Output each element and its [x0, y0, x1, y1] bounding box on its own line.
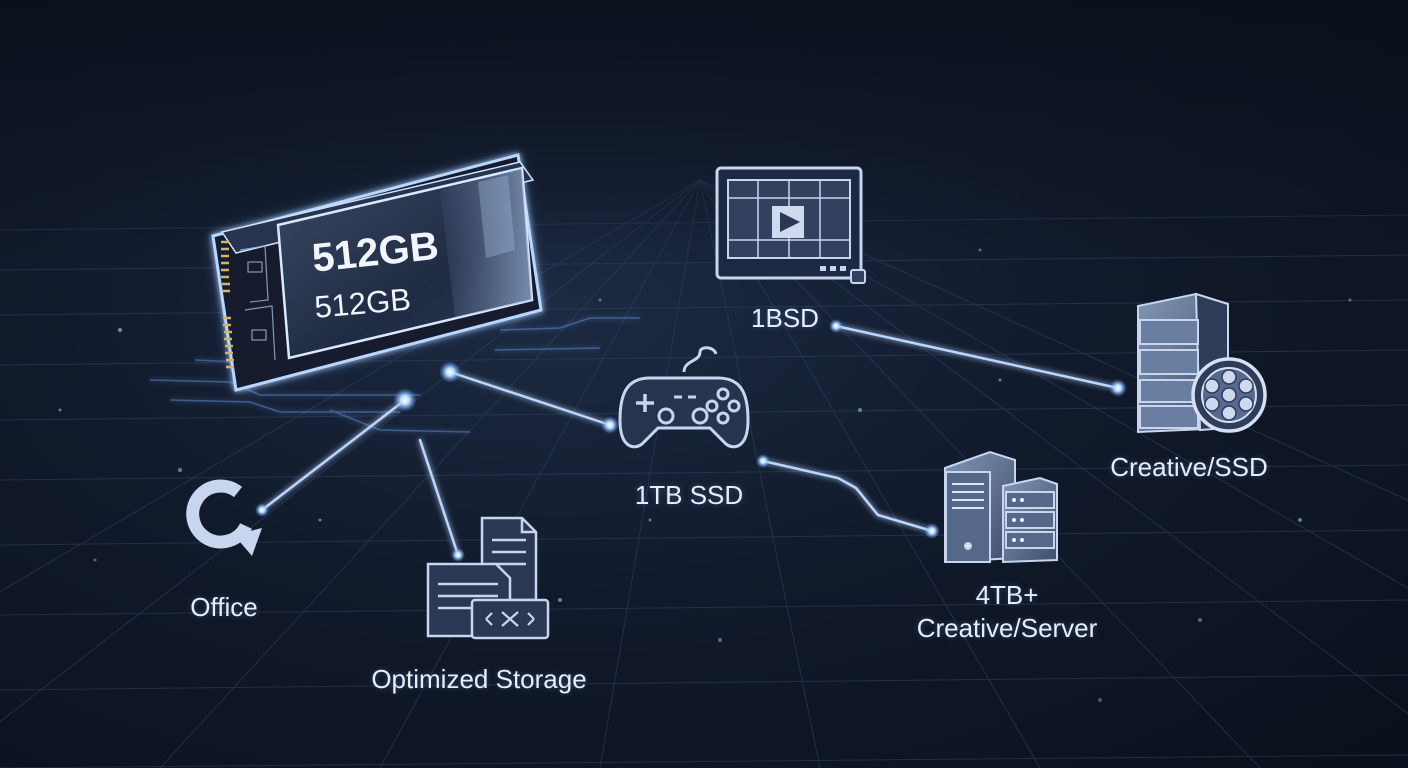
connector-pins	[221, 240, 234, 369]
server-label-line2: Creative/Server	[916, 613, 1098, 643]
ssd-chip	[211, 153, 543, 392]
video-label: 1BSD	[751, 303, 819, 333]
video-editor-icon	[715, 166, 866, 284]
server-label-line1: 4TB+	[975, 580, 1039, 610]
sparkles	[58, 248, 1352, 702]
glow-nodes	[255, 319, 1127, 562]
gaming-label: 1TB SSD	[634, 480, 744, 510]
connection-lines	[260, 324, 1120, 557]
link-video-creative	[834, 324, 1120, 390]
office-label: Office	[190, 592, 258, 622]
link-gaming-server	[761, 459, 934, 533]
refresh-arrow-icon	[186, 479, 262, 556]
creative-label: Creative/SSD	[1110, 452, 1268, 482]
gamepad-icon	[618, 346, 750, 449]
server-tower-icon	[944, 450, 1058, 564]
server-label: 4TB+ Creative/Server	[917, 579, 1098, 645]
optimized-storage-label: Optimized Storage	[371, 664, 587, 694]
link-ssd-office	[260, 398, 407, 512]
link-ssd-storage	[418, 438, 460, 557]
link-ssd-gaming	[448, 370, 612, 427]
documents-icon	[426, 516, 550, 640]
server-reel-icon	[1137, 292, 1267, 434]
